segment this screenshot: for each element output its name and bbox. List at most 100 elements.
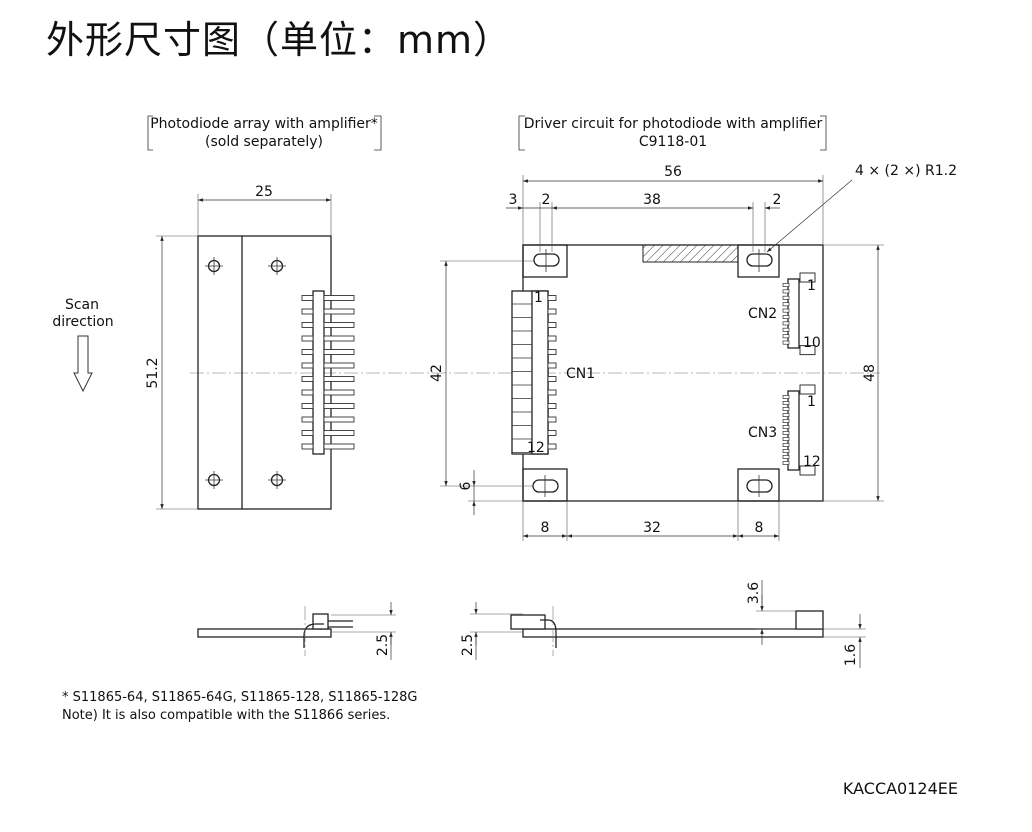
pin — [301, 322, 314, 328]
hole-note-label: 4 × (2 ×) R1.2 — [855, 163, 957, 179]
pin — [323, 322, 355, 328]
pin — [301, 335, 314, 342]
pin — [323, 403, 355, 409]
pin — [301, 403, 314, 409]
connector-pin — [782, 401, 790, 405]
connector-pin — [782, 334, 790, 339]
dim-51-2: 51.2 — [145, 235, 198, 510]
dim-6: 6 — [458, 470, 523, 515]
dim-8-left-label: 8 — [541, 520, 550, 536]
right-header-line1: Driver circuit for photodiode with ampli… — [524, 116, 823, 132]
dim-56-label: 56 — [664, 164, 682, 180]
connector-pin — [782, 431, 790, 435]
dim-1-6-label: 1.6 — [843, 644, 859, 666]
page-title: 外形尺寸图（单位：mm） — [46, 18, 513, 62]
connector-pin — [782, 443, 790, 447]
pin — [323, 335, 355, 342]
cn1-pin — [547, 389, 557, 396]
pin — [301, 362, 314, 369]
cn1-pin-first-label: 1 — [534, 290, 543, 306]
pin — [301, 308, 314, 315]
cn1-pin — [547, 430, 557, 436]
dim-25: 25 — [197, 184, 332, 236]
pin — [323, 308, 355, 315]
cn2-connector — [782, 272, 816, 356]
connector-pin — [782, 302, 790, 307]
dim-56: 56 — [522, 164, 824, 245]
cn3-pin-last-label: 12 — [803, 454, 821, 470]
connector-pin — [782, 340, 790, 345]
connector-pin — [782, 295, 790, 300]
pin — [301, 430, 314, 436]
cn1-pin — [547, 308, 557, 315]
pin — [323, 389, 355, 396]
cn1-label: CN1 — [566, 366, 595, 382]
connector-tab — [799, 272, 816, 283]
cn1-pin — [547, 295, 557, 301]
pin — [301, 349, 314, 355]
connector-pin — [782, 327, 790, 332]
dim-2-left-label: 2 — [542, 192, 551, 208]
pin — [301, 416, 314, 423]
cn1-pin — [547, 335, 557, 342]
connector-pin — [782, 455, 790, 459]
cn2-pin-first-label: 1 — [807, 278, 816, 294]
dim-2-5-right-label: 2.5 — [460, 634, 476, 656]
cn1-pin — [547, 443, 557, 450]
pin-header — [301, 295, 355, 450]
cn1-pin — [547, 403, 557, 409]
hole-note: 4 × (2 ×) R1.2 — [766, 163, 957, 253]
cn1-pin-last-label: 12 — [527, 440, 545, 456]
compat-note: Note) It is also compatible with the S11… — [62, 708, 391, 723]
right-header-line2: C9118-01 — [639, 134, 707, 150]
scan-label-line2: direction — [52, 314, 113, 330]
dim-38-label: 38 — [643, 192, 661, 208]
pin — [301, 443, 314, 450]
pin — [323, 362, 355, 369]
pin — [323, 416, 355, 423]
cn2-pin-last-label: 10 — [803, 335, 821, 351]
dim-32-label: 32 — [643, 520, 661, 536]
cn1-pin — [547, 376, 557, 382]
dim-48: 48 — [823, 244, 884, 502]
pin — [323, 443, 355, 450]
scan-arrow-icon — [73, 335, 93, 393]
footnote: * S11865-64, S11865-64G, S11865-128, S11… — [62, 690, 418, 705]
photodiode-array-top-view — [190, 235, 880, 510]
connector-pin — [782, 461, 790, 465]
pin — [323, 295, 355, 301]
driver-circuit-side-view: 2.5 3.6 1.6 — [460, 580, 866, 668]
connector-pin — [782, 425, 790, 429]
dim-42: 42 — [429, 260, 534, 487]
pin — [301, 376, 314, 382]
connector-tab — [799, 384, 816, 395]
photodiode-array-side-view: 2.5 — [197, 602, 396, 660]
pin — [323, 376, 355, 382]
pin — [323, 349, 355, 355]
dim-25-label: 25 — [255, 184, 273, 200]
dim-bottom-spacing: 8 32 8 — [522, 501, 780, 541]
connector-pin — [782, 419, 790, 423]
connector-pin — [782, 308, 790, 313]
connector-pin — [782, 283, 790, 287]
connector-pin — [782, 407, 790, 411]
dim-2-right-label: 2 — [773, 192, 782, 208]
cn3-connector — [782, 384, 816, 476]
dim-48-label: 48 — [862, 364, 878, 382]
pin — [323, 430, 355, 436]
connector-pin — [782, 289, 790, 294]
connector-tab — [799, 465, 816, 476]
dim-6-label: 6 — [458, 481, 474, 490]
connector-pin — [782, 413, 790, 417]
cn3-label: CN3 — [748, 425, 777, 441]
dim-3-6-label: 3.6 — [746, 582, 762, 604]
cn1-pin — [547, 322, 557, 328]
dim-2-5-left-label: 2.5 — [375, 634, 391, 656]
dim-51-2-label: 51.2 — [145, 357, 161, 388]
driver-circuit-top-view: 1 12 CN1 CN2 1 10 CN3 1 12 — [511, 244, 824, 502]
cn1-connector — [511, 290, 557, 455]
right-section-header: Driver circuit for photodiode with ampli… — [518, 115, 827, 151]
pin — [301, 295, 314, 301]
connector-pin — [782, 449, 790, 453]
